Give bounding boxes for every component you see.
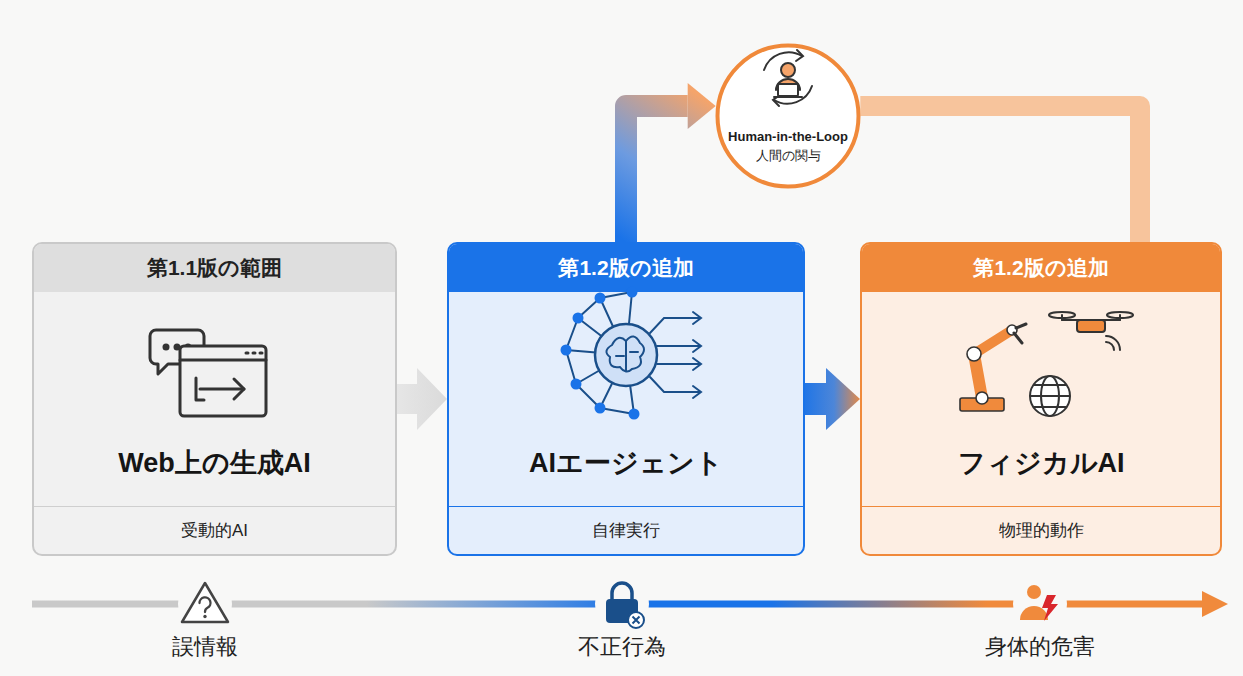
circle-outline (715, 43, 861, 189)
flow-arrow (397, 368, 447, 430)
arrow-shaft (397, 384, 417, 414)
stage-box: 第1.1版の範囲 Web上の生成AI 受動的AI (32, 242, 397, 556)
box-title: フィジカルAI (958, 445, 1125, 481)
arrow-head (826, 368, 860, 430)
warning-icon (178, 577, 232, 631)
box-footer: 物理的動作 (999, 519, 1084, 542)
arrow-head (417, 368, 447, 430)
box-footer-band: 受動的AI (34, 506, 395, 554)
box-footer: 自律実行 (592, 519, 660, 542)
box-footer: 受動的AI (181, 519, 248, 542)
arrow-shaft (860, 106, 1140, 242)
box-header: 第1.2版の追加 (973, 254, 1108, 282)
risk-arrowhead (1202, 591, 1228, 617)
box-header: 第1.1版の範囲 (147, 254, 282, 282)
lock-icon (595, 577, 649, 631)
loop-circle: Human-in-the-Loop人間の関与 (715, 43, 861, 189)
circle-ring (718, 46, 859, 187)
box-header-band: 第1.1版の範囲 (34, 244, 395, 292)
arrow-shaft (805, 383, 826, 415)
box-header: 第1.2版の追加 (558, 254, 693, 282)
box-title: AIエージェント (529, 445, 723, 481)
box-title-band: フィジカルAI (862, 440, 1220, 486)
risk-label: 不正行為 (578, 632, 666, 662)
box-footer-band: 物理的動作 (862, 506, 1220, 554)
injury-icon (1013, 577, 1067, 631)
flow-arrow (805, 368, 860, 430)
stage-box: 第1.2版の追加 AIエージェント自律実行 (447, 242, 805, 556)
box-header-band: 第1.2版の追加 (862, 244, 1220, 292)
box-title-band: AIエージェント (449, 440, 803, 486)
flow-arrow (860, 106, 1140, 242)
risk-label: 身体的危害 (985, 632, 1095, 662)
box-title: Web上の生成AI (118, 445, 311, 481)
flow-arrow (626, 83, 716, 242)
arrow-head (688, 83, 716, 129)
box-header-band: 第1.2版の追加 (449, 244, 803, 292)
stage-box: 第1.2版の追加フィジカルAI 物理的動作 (860, 242, 1222, 556)
box-footer-band: 自律実行 (449, 506, 803, 554)
risk-label: 誤情報 (172, 632, 238, 662)
box-title-band: Web上の生成AI (34, 440, 395, 486)
arrow-shaft (626, 106, 688, 242)
circle-text-stack: Human-in-the-Loop人間の関与 (715, 127, 861, 165)
circle-text: Human-in-the-Loop (728, 127, 848, 146)
circle-text: 人間の関与 (756, 146, 821, 165)
